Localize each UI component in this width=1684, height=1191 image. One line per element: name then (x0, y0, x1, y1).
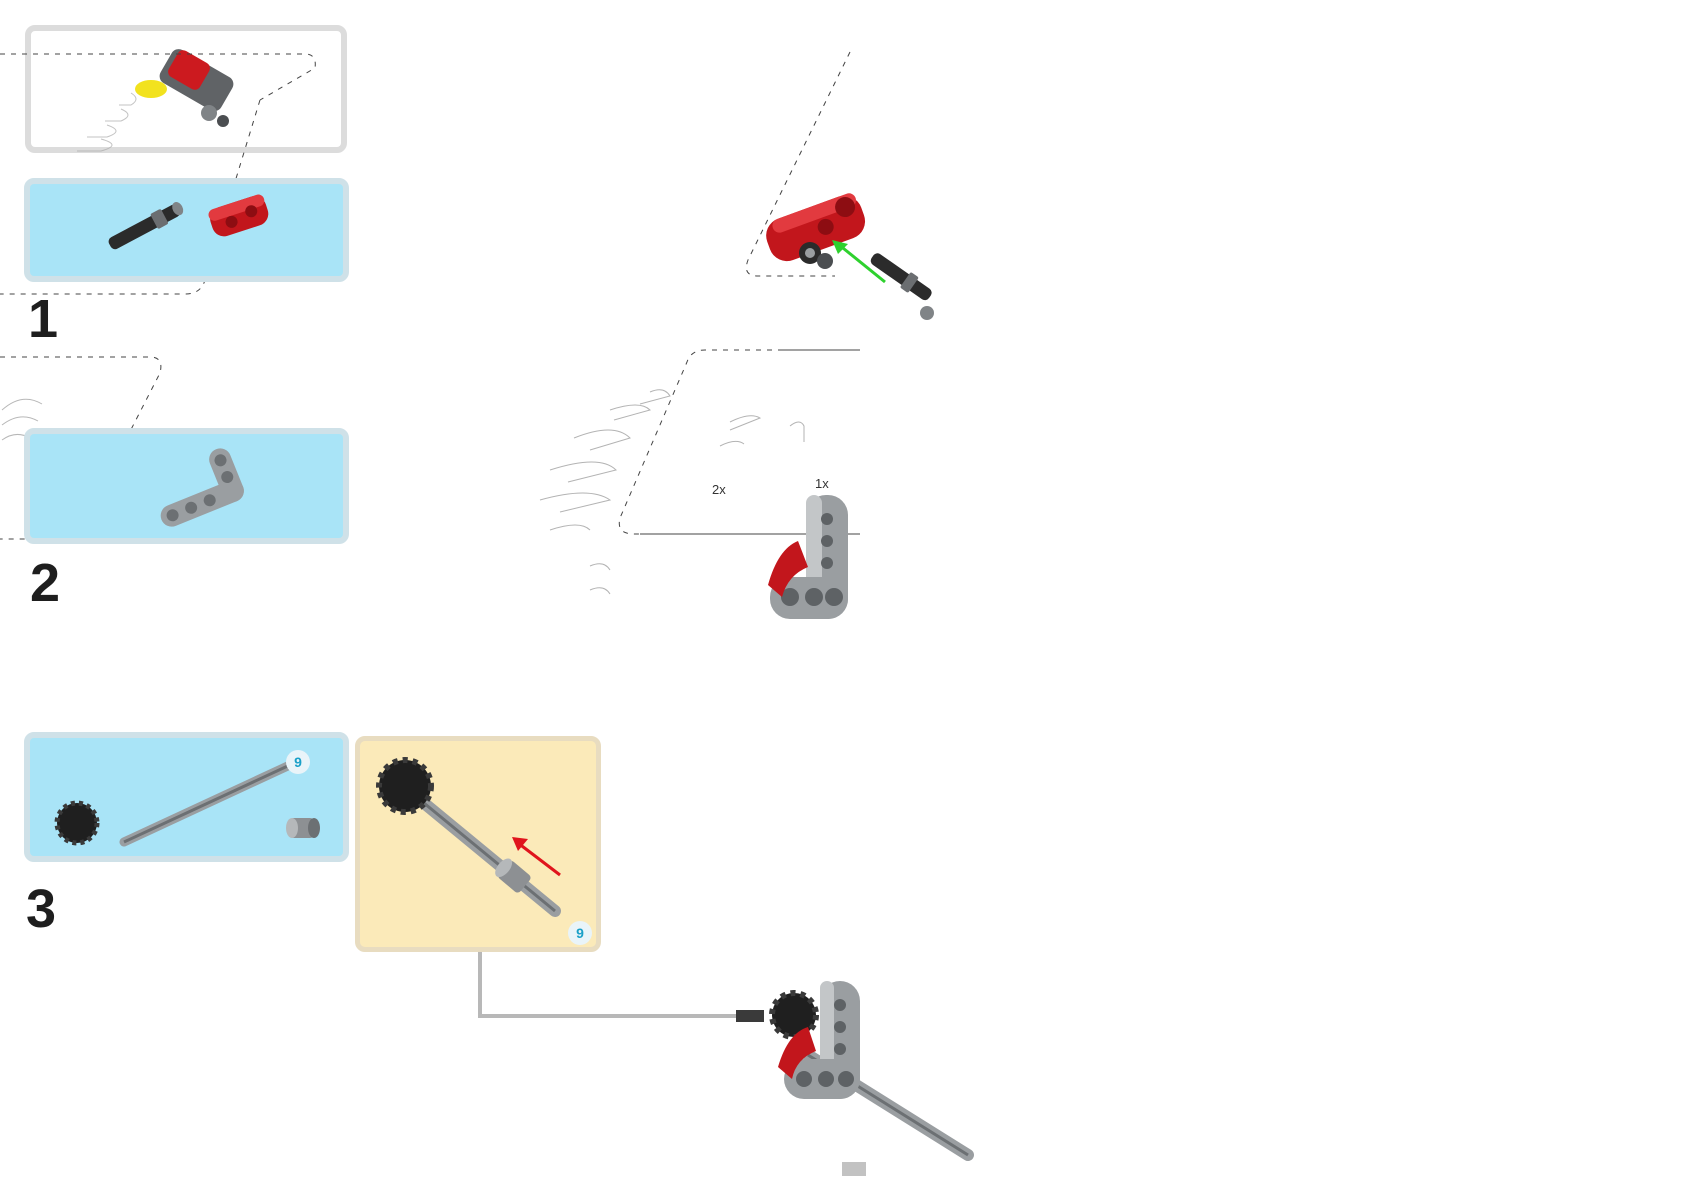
ghost-previous-steps-decoration (539, 389, 805, 595)
l-beam-icon (160, 448, 244, 527)
step1-assembly-icon (766, 193, 934, 320)
previous-model-preview (25, 25, 347, 153)
step-number-3: 3 (26, 879, 57, 939)
step1-parts-list (24, 178, 349, 282)
step1-dashed-guide (745, 51, 851, 277)
step3-parts-list: 9 (24, 732, 349, 862)
axle-pin-icon (108, 202, 184, 250)
step2-parts-list (24, 428, 349, 544)
half-bush-icon (286, 818, 320, 838)
step-number-2: 2 (30, 553, 61, 613)
sub-axle-length-callout: 9 (568, 921, 592, 945)
ghost-lines-decoration (77, 92, 137, 152)
step2-assembly-icon (768, 495, 848, 619)
step3-sub-assembly: 9 (355, 736, 601, 952)
sub-assembly-axle-icon (376, 757, 561, 917)
ghost-qty-1x: 1x (815, 476, 829, 491)
step-number-1: 1 (28, 289, 59, 349)
beam-connector-icon (208, 194, 269, 237)
insert-arrow-red (512, 837, 561, 877)
insert-arrow-green (832, 240, 886, 284)
sub-assembly-connector-line (478, 952, 764, 1022)
ghost-qty-2x: 2x (712, 482, 726, 497)
step3-assembly-icon (769, 981, 974, 1161)
axle-icon (119, 759, 297, 847)
bush-gear-icon (54, 800, 100, 846)
previous-model-icon (135, 49, 234, 127)
page-number-mark (842, 1162, 866, 1176)
axle-length-callout: 9 (286, 750, 310, 774)
